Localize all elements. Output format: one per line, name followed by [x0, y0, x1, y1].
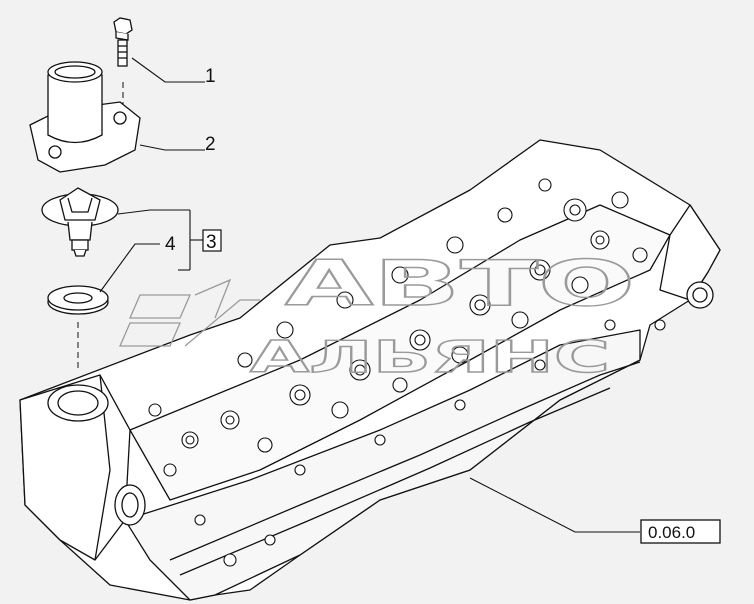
- watermark-line1: АВТО: [285, 247, 635, 320]
- cylinder-head-holes: [148, 178, 666, 567]
- callout-3: 3: [206, 232, 217, 253]
- watermark-logo-icon: [119, 278, 260, 347]
- callout-3-box: [202, 229, 222, 252]
- callout-2: 2: [205, 134, 216, 155]
- watermark: АВТО АЛЬЯНС: [119, 246, 636, 384]
- part-thermostat: [41, 187, 119, 257]
- watermark-line2: АЛЬЯНС: [250, 332, 610, 383]
- reference-label: 0.06.0: [648, 523, 695, 542]
- reference-box: [640, 519, 721, 544]
- leader-lines: [99, 57, 640, 533]
- part-bolt: [113, 17, 133, 67]
- callout-1: 1: [205, 66, 216, 87]
- part-seal-ring: [47, 285, 109, 315]
- callout-4: 4: [165, 234, 176, 255]
- part-outlet-housing: [29, 61, 141, 173]
